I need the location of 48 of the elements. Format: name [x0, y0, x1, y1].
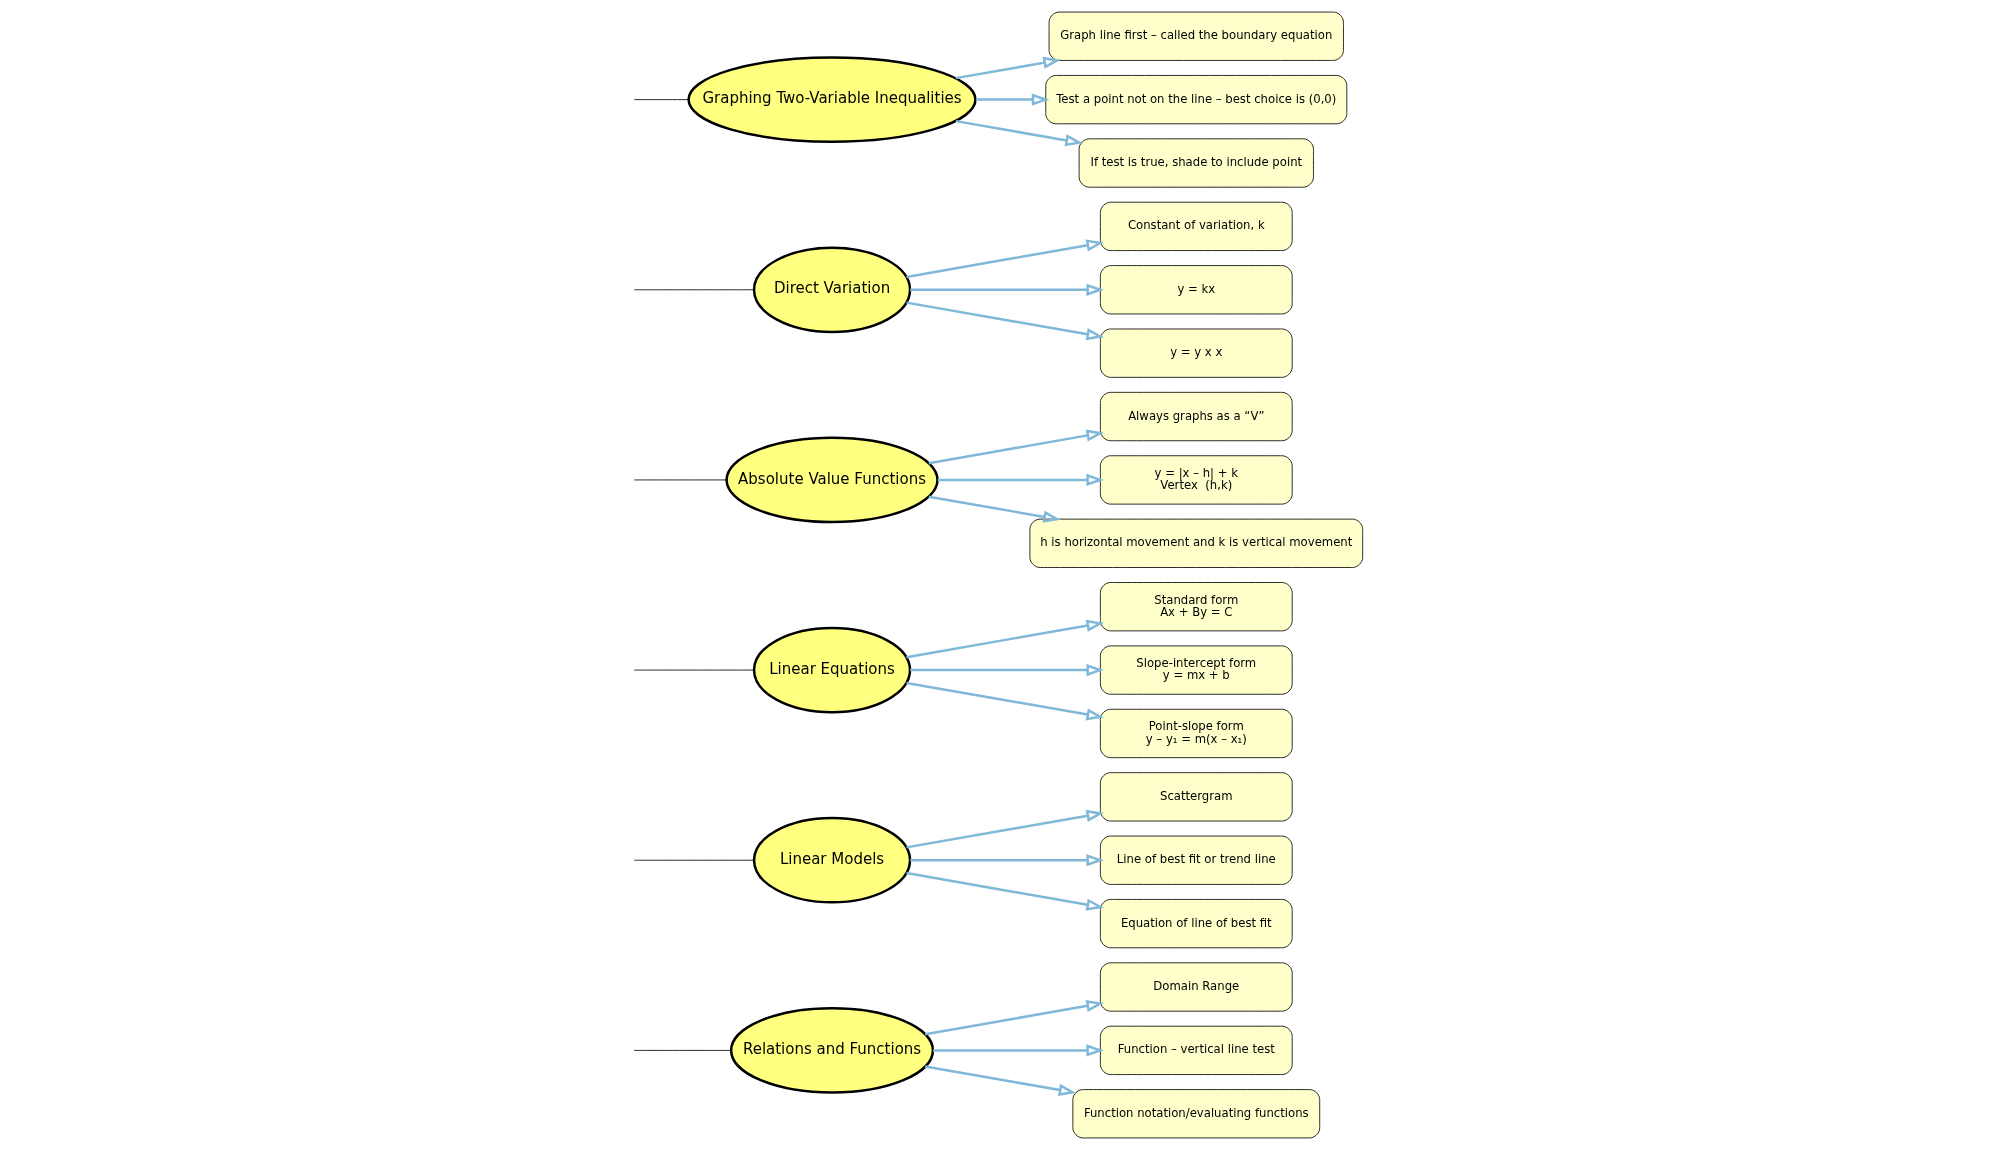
arrow [928, 429, 1104, 465]
node-box: Always graphs as a “V” [1099, 391, 1293, 442]
node-box: Function notation/evaluating functions [1072, 1089, 1321, 1139]
arrow [906, 619, 1104, 659]
node-ellipse: Direct Variation [752, 246, 912, 334]
connector [633, 479, 727, 481]
node-box: Scattergram [1099, 772, 1293, 822]
arrow [955, 119, 1083, 147]
node-box: y = |x – h| + k Vertex (h,k) [1099, 455, 1293, 505]
arrow [932, 1044, 1104, 1057]
arrow [906, 871, 1104, 911]
arrow [910, 854, 1104, 867]
connector [633, 859, 755, 861]
connector [633, 1049, 732, 1051]
arrow [924, 999, 1104, 1036]
node-box: y = y x x [1099, 328, 1293, 378]
node-box: y = kx [1099, 265, 1293, 315]
node-box: Point-slope form y – y₁ = m(x – x₁) [1099, 708, 1293, 759]
arrow [910, 283, 1104, 296]
arrow [924, 1065, 1077, 1096]
connector [633, 99, 689, 101]
node-box: If test is true, shade to include point [1078, 138, 1314, 188]
arrow [975, 93, 1050, 106]
node-ellipse: Relations and Functions [729, 1007, 935, 1094]
arrow [906, 301, 1104, 341]
node-box: Test a point not on the line – best choice is (0,0) [1045, 75, 1348, 125]
arrow [937, 473, 1104, 487]
node-box: Function – vertical line test [1099, 1025, 1293, 1075]
arrow [906, 239, 1104, 279]
arrow [906, 681, 1104, 721]
arrow [910, 663, 1104, 677]
node-box: Equation of line of best fit [1099, 899, 1293, 949]
node-box: Standard form Ax + By = C [1099, 582, 1293, 632]
node-box: Constant of variation, k [1099, 201, 1293, 251]
node-ellipse: Linear Models [752, 816, 912, 904]
node-box: Slope-intercept form y = mx + b [1099, 645, 1293, 695]
connector [633, 669, 755, 671]
node-box: Line of best fit or trend line [1099, 835, 1293, 885]
node-box: h is horizontal movement and k is vertical movement [1029, 518, 1364, 568]
node-box: Domain Range [1099, 962, 1293, 1012]
connector [633, 289, 755, 291]
node-box: Graph line first – called the boundary equation [1048, 11, 1344, 61]
arrow [955, 56, 1061, 80]
arrow [928, 495, 1061, 523]
node-ellipse: Graphing Two-Variable Inequalities [687, 56, 977, 143]
node-ellipse: Absolute Value Functions [725, 436, 939, 524]
arrow [906, 809, 1104, 849]
node-ellipse: Linear Equations [752, 626, 912, 714]
